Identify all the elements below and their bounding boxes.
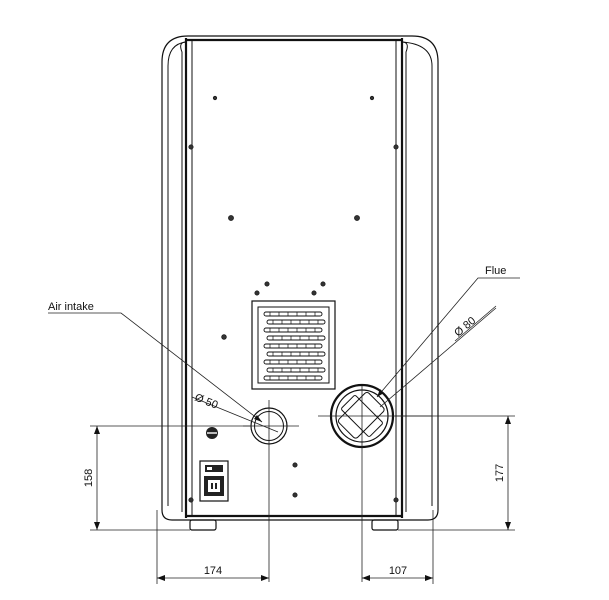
screw-icon xyxy=(221,334,227,340)
vent-slot xyxy=(263,327,323,333)
vent-slot xyxy=(266,335,326,341)
air-intake-diameter-line xyxy=(191,396,279,433)
arrowhead xyxy=(157,575,165,581)
control-knob xyxy=(206,427,218,439)
screw-icon xyxy=(393,497,399,503)
dimension-lines: 158 177 174 107 xyxy=(83,415,515,584)
right-side-fold xyxy=(401,41,408,512)
vent-inner-frame xyxy=(257,306,330,384)
vent-frame xyxy=(251,300,336,390)
vent-slots xyxy=(263,311,326,381)
screw-icon xyxy=(292,492,298,498)
air-intake-diameter-label: Ø 50 xyxy=(193,392,220,412)
power-switch-toggle xyxy=(207,467,212,470)
plug-pin xyxy=(215,483,217,489)
stove-body xyxy=(161,35,439,531)
power-switch-icon xyxy=(205,465,223,472)
arrowhead xyxy=(94,522,100,530)
vent-slot xyxy=(266,367,326,373)
screw-icon xyxy=(292,462,298,468)
screw-icon xyxy=(212,95,218,101)
arrowhead xyxy=(261,575,269,581)
flue-label: Flue xyxy=(485,265,506,277)
flue-diameter-extension xyxy=(454,305,497,342)
screw-icon xyxy=(188,497,194,503)
flue-damper-blade xyxy=(341,395,383,437)
dim-label-174: 174 xyxy=(204,565,222,577)
socket-frame xyxy=(199,460,229,502)
screw-icon xyxy=(264,281,270,287)
annotations: Air intake Ø 50 Flue Ø 80 xyxy=(48,265,520,433)
plug-recess xyxy=(208,480,220,492)
air-intake-leader xyxy=(48,312,263,423)
arrowhead xyxy=(425,575,433,581)
dim-label-177: 177 xyxy=(494,464,506,482)
left-side-cap xyxy=(167,41,187,506)
screw-icon xyxy=(228,215,234,221)
screw-icon xyxy=(254,290,260,296)
screw-icon xyxy=(393,144,399,150)
power-socket xyxy=(199,460,229,502)
flue-leader xyxy=(376,277,520,398)
outer-housing xyxy=(161,35,439,521)
air-intake-label: Air intake xyxy=(48,301,94,313)
arrowhead xyxy=(362,575,370,581)
air-intake-pipe xyxy=(243,400,299,582)
vent-slot xyxy=(266,351,326,357)
flue-pipe xyxy=(318,383,432,582)
arrowhead xyxy=(377,389,384,397)
screw-icon xyxy=(369,95,375,101)
dim-label-107: 107 xyxy=(389,565,407,577)
right-foot xyxy=(371,519,399,531)
arrowhead xyxy=(94,426,100,434)
left-side-fold xyxy=(180,41,187,512)
dim-label-158: 158 xyxy=(83,469,95,487)
vent-slot xyxy=(263,359,323,365)
screw-icon xyxy=(188,144,194,150)
screws xyxy=(188,95,399,503)
vent-slot xyxy=(263,311,323,317)
plug-pin xyxy=(211,483,213,489)
flue-damper xyxy=(337,391,385,439)
arrowhead xyxy=(505,416,511,424)
vent-grille xyxy=(251,300,336,390)
screw-icon xyxy=(311,290,317,296)
screw-icon xyxy=(354,215,360,221)
vent-slot xyxy=(263,375,323,381)
flue-diameter-label: Ø 80 xyxy=(452,315,478,340)
arrowhead xyxy=(254,415,262,422)
right-side-cap xyxy=(401,41,433,506)
arrowhead xyxy=(505,522,511,530)
screw-icon xyxy=(320,281,326,287)
flue-diameter-line xyxy=(379,307,497,408)
left-foot xyxy=(189,519,217,531)
vent-slot xyxy=(266,319,326,325)
vent-slot xyxy=(263,343,323,349)
